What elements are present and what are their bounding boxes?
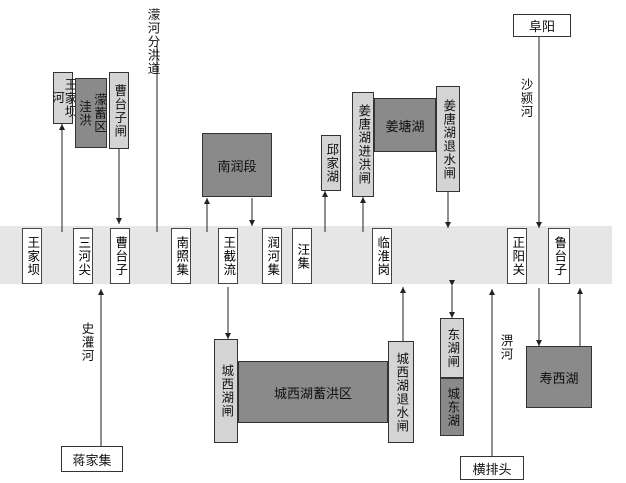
shiguan-river-label: 史灌河 [79, 322, 95, 363]
wangjiaba-river-label: 王家坝河 [50, 77, 78, 119]
chengxi-lake-sluice-label: 城西湖闸 [219, 364, 235, 418]
chengdong-lake-box: 城东湖 [440, 378, 464, 436]
station-wangjiaba: 王家坝 [22, 228, 42, 284]
station-wangjieliu-label: 王截流 [221, 235, 237, 277]
pi-river-label: 淠河 [498, 334, 514, 361]
station-sanhejian-label: 三河尖 [76, 235, 92, 277]
jiangjiaji-label: 蒋家集 [72, 453, 112, 469]
donghu-sluice-label: 东湖闸 [445, 327, 461, 369]
jiangtang-outlet-sluice-label: 姜唐湖退水闸 [441, 98, 457, 180]
menghe-floodway-label: 濛河分洪道 [145, 8, 161, 76]
chengxi-storage-label: 城西湖蓄洪区 [273, 386, 352, 402]
donghu-sluice-box: 东湖闸 [440, 318, 464, 378]
qiujia-lake-label: 邱家湖 [324, 142, 340, 184]
nanrun-section-box: 南润段 [202, 133, 272, 197]
station-caotaizi: 曹台子 [110, 228, 130, 284]
fuyang-box: 阜阳 [513, 14, 571, 37]
station-linhuaigang: 临淮岗 [372, 228, 392, 284]
jiangtang-lake-box: 姜塘湖 [374, 98, 436, 152]
hengpaitou-box: 横排头 [460, 456, 524, 480]
station-wangjiaba-label: 王家坝 [25, 235, 41, 277]
station-wangji-label: 汪集 [295, 242, 311, 270]
station-wangji: 汪集 [292, 228, 312, 284]
station-lutaizi-label: 鲁台子 [552, 235, 568, 277]
jiangtang-lake-label: 姜塘湖 [385, 119, 425, 135]
chengxi-storage-box: 城西湖蓄洪区 [238, 361, 388, 423]
fuyang-label: 阜阳 [528, 20, 555, 35]
hengpaitou-label: 横排头 [472, 462, 512, 478]
nanrun-section-label: 南润段 [217, 159, 257, 175]
qiujia-lake-box: 邱家湖 [321, 135, 341, 191]
jiangtang-outlet-sluice-box: 姜唐湖退水闸 [436, 86, 460, 192]
shaying-river-label: 沙颍河 [518, 78, 534, 119]
station-runheji-label: 润河集 [265, 235, 281, 277]
station-zhengyangguan-label: 正阳关 [510, 235, 526, 277]
station-wangjieliu: 王截流 [218, 228, 238, 284]
chengxi-outlet-sluice-box: 城西湖退水闸 [388, 341, 414, 443]
station-linhuaigang-label: 临淮岗 [375, 235, 391, 277]
chengxi-outlet-sluice-label: 城西湖退水闸 [394, 351, 410, 433]
station-zhengyangguan: 正阳关 [507, 228, 527, 284]
shouxi-lake-label: 寿西湖 [539, 371, 579, 387]
caotaizi-sluice-box: 曹台子闸 [109, 72, 129, 149]
station-runheji: 润河集 [262, 228, 282, 284]
caotaizi-sluice-label: 曹台子闸 [112, 83, 128, 138]
chengxi-lake-sluice-box: 城西湖闸 [214, 339, 238, 443]
chengdong-lake-label: 城东湖 [445, 386, 461, 428]
shouxi-lake-box: 寿西湖 [526, 346, 592, 408]
jiangtang-inlet-sluice-label: 姜唐湖进洪闸 [356, 104, 372, 185]
jiangtang-inlet-sluice-box: 姜唐湖进洪闸 [352, 92, 374, 197]
mengwa-storage-label: 濛蓄区 [92, 92, 107, 134]
station-nanzhaoji-label: 南照集 [174, 235, 190, 277]
jiangjiaji-box: 蒋家集 [61, 446, 123, 472]
station-sanhejian: 三河尖 [73, 228, 93, 284]
mengwa-storage-text: 濛蓄区 洼洪 [77, 92, 107, 134]
wangjiaba-river-box: 王家坝河 [50, 72, 78, 124]
station-caotaizi-label: 曹台子 [113, 235, 129, 277]
station-nanzhaoji: 南照集 [171, 228, 191, 284]
station-lutaizi: 鲁台子 [548, 228, 570, 284]
mengwa-storage-label-col2: 洼洪 [77, 99, 92, 127]
mengwa-storage-box: 濛蓄区 洼洪 [75, 78, 107, 148]
